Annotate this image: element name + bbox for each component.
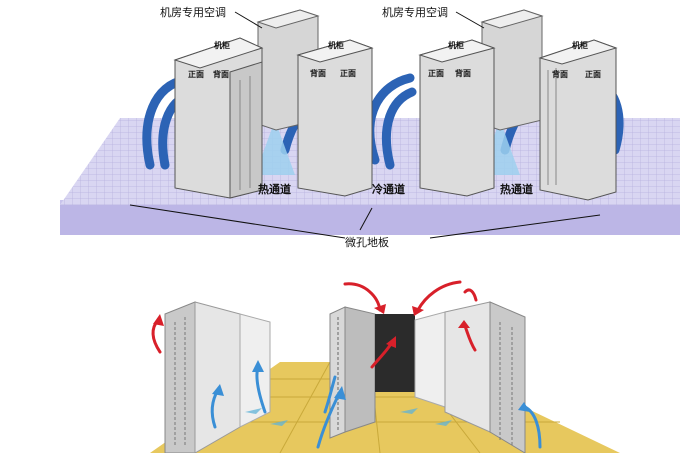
floor-label: 微孔地板	[345, 235, 389, 249]
back-label-3: 背面	[455, 68, 471, 78]
floor-front-edge	[60, 205, 680, 235]
aisle-perspective-diagram	[0, 262, 680, 453]
front-label-3: 正面	[428, 69, 444, 78]
aisle-label-hot-1: 热通道	[258, 182, 291, 196]
cabinet-2	[296, 39, 374, 197]
front-label-2: 正面	[340, 69, 356, 78]
front-label-1: 正面	[188, 70, 204, 79]
bottom-diagram-svg	[150, 280, 620, 453]
cabinet-top-label-2: 机柜	[328, 40, 344, 50]
hot-air-arrowheads-bottom	[153, 304, 470, 348]
dark-crac-unit	[375, 314, 415, 392]
cold-air-floor-markers	[245, 408, 452, 426]
aisle-label-hot-2: 热通道	[500, 182, 533, 196]
cabinet-top-label-4: 机柜	[572, 40, 588, 50]
hot-cold-aisle-diagram: 机柜 正面 背面 机柜 背面 正面 机柜 正面 背面 机柜 背面 正面 机房专用…	[60, 5, 680, 249]
cabinet-top-label-3: 机柜	[448, 40, 464, 50]
cold-air-arrowheads-bottom	[212, 360, 530, 412]
floor-pointers	[129, 204, 601, 239]
cabinet-1	[173, 37, 264, 199]
cabinet-3	[418, 39, 496, 197]
crac-label-right: 机房专用空调	[382, 5, 448, 19]
crac-pointer-right	[455, 11, 485, 29]
back-label-2: 背面	[310, 68, 326, 78]
top-diagram-svg: 机柜 正面 背面 机柜 背面 正面 机柜 正面 背面 机柜 背面 正面 机房专用…	[60, 5, 680, 249]
rack-row-center	[329, 306, 415, 439]
crac-pointer-left	[234, 11, 263, 29]
back-label-1: 背面	[213, 69, 229, 79]
cabinet-4	[538, 39, 618, 201]
crac-label-left: 机房专用空调	[160, 5, 226, 19]
front-label-4: 正面	[585, 70, 601, 79]
aisle-label-cold: 冷通道	[372, 182, 405, 196]
back-label-4: 背面	[552, 69, 568, 79]
cabinet-top-label-1: 机柜	[214, 40, 230, 50]
rack-row-right	[414, 301, 526, 453]
